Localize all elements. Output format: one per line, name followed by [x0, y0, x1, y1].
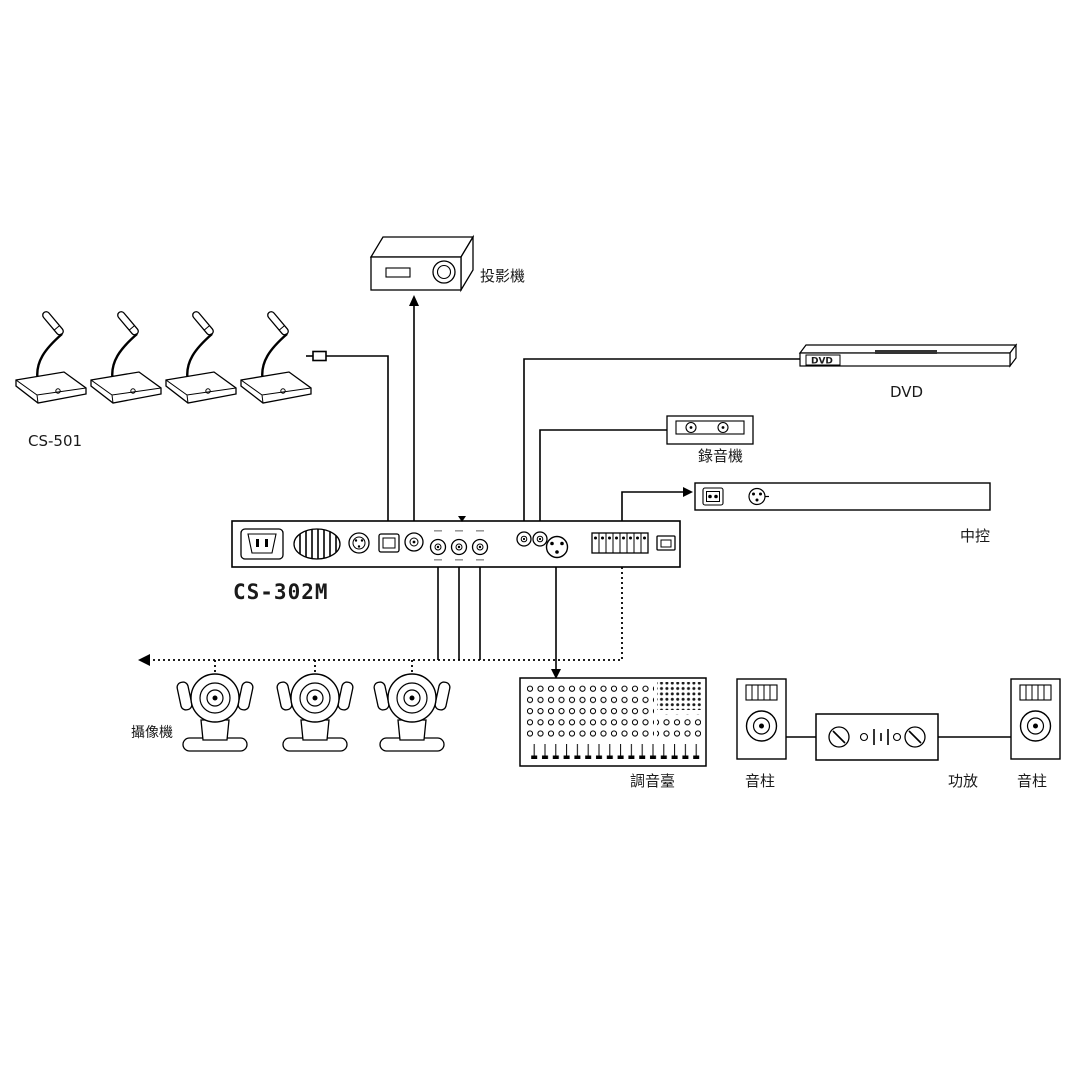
central-control-din-icon [748, 487, 769, 506]
mixer-patch-matrix [657, 682, 701, 710]
microphone-group: CS-501 [14, 309, 313, 450]
arrow-down [551, 669, 561, 679]
dvd-logo-box [805, 354, 841, 366]
speaker-left-cabinet [736, 678, 787, 760]
central-control: 中控 [694, 482, 991, 545]
camera-group: 攝像機 [131, 673, 452, 752]
din-connector [348, 532, 370, 554]
mixer: 調音臺 [519, 677, 707, 790]
usb-connector [378, 533, 400, 553]
projector: 投影機 [369, 234, 525, 293]
ventilation-grille [293, 528, 341, 560]
camera-3 [372, 673, 452, 752]
central-control-body [694, 482, 991, 511]
speaker-right-label: 音柱 [1017, 772, 1047, 790]
amplifier-label: 功放 [948, 772, 978, 790]
speaker-left: 音柱 [736, 678, 787, 790]
arrow-left [138, 654, 150, 666]
camera-video-lines [437, 567, 481, 660]
recorder-reel-hub-right [721, 426, 725, 429]
amplifier-meter [859, 729, 902, 745]
microphone-2 [89, 309, 163, 405]
mixer-master-knobs [657, 714, 701, 738]
recorder-connection [539, 429, 667, 521]
central-control-label: 中控 [960, 527, 990, 545]
top-edge-marker [458, 516, 466, 522]
speaker-left-label: 音柱 [745, 772, 775, 790]
camera-control-lines [148, 567, 623, 674]
mixer-connection [551, 567, 561, 679]
projector-connection [409, 295, 419, 521]
recorder-reel-hub-left [689, 426, 693, 429]
cameras-label: 攝像機 [131, 725, 173, 741]
amplifier: 功放 [815, 713, 978, 790]
arrow-up [409, 295, 419, 306]
recorder: 錄音機 [666, 415, 754, 465]
terminal-block [591, 532, 649, 554]
recorder-label: 錄音機 [698, 447, 743, 465]
central-control-power-icon [702, 487, 724, 506]
speaker-right-cabinet [1010, 678, 1061, 760]
dvd-player: DVD DVD [798, 343, 1018, 401]
rca-out-group [429, 530, 489, 561]
main-unit: CS-302M [231, 516, 681, 604]
network-port [656, 535, 676, 551]
microphone-4 [239, 309, 313, 405]
mixer-label: 調音臺 [630, 772, 675, 790]
video-jack [404, 532, 424, 552]
projector-lens-inner [436, 264, 452, 280]
mixer-fader-row [527, 744, 700, 759]
dvd-front-text: DVD [811, 357, 833, 367]
speaker-right: 音柱 [1010, 678, 1061, 790]
amplifier-knob-right [904, 726, 926, 748]
power-inlet [240, 528, 284, 560]
microphone-1 [14, 309, 88, 405]
dvd-disc-slot [875, 350, 937, 354]
microphone-3 [164, 309, 238, 405]
amplifier-knob-left [828, 726, 850, 748]
central-control-connection [621, 487, 693, 521]
mixer-knob-grid [527, 684, 654, 740]
connection-lines [138, 295, 1011, 738]
dvd-label: DVD [890, 383, 923, 401]
projector-top [369, 236, 475, 258]
projector-label: 投影機 [480, 267, 525, 285]
camera-2 [275, 673, 355, 752]
mic-connection [306, 350, 389, 521]
rca-in-pair [516, 531, 548, 547]
xlr-connector [545, 535, 569, 559]
projector-vent [385, 267, 411, 278]
microphones-label: CS-501 [28, 432, 82, 450]
camera-1 [175, 673, 255, 752]
arrow-right [683, 487, 693, 497]
main-unit-label: CS-302M [233, 580, 329, 604]
dvd-connection [523, 358, 800, 521]
